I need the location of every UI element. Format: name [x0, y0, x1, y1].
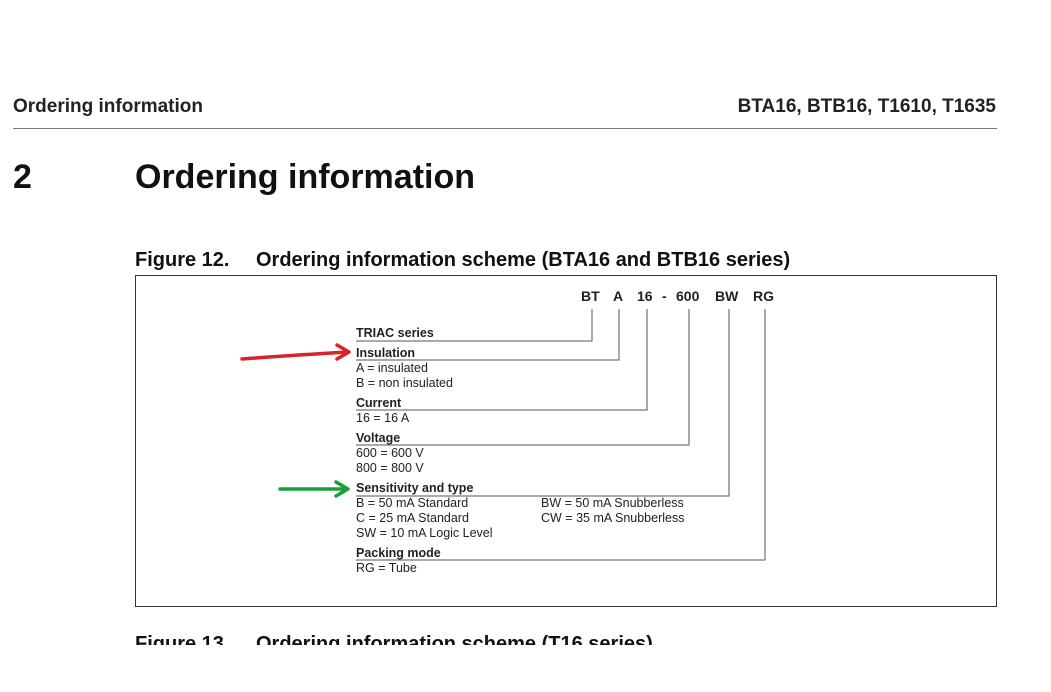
red-arrow-annotation [240, 343, 351, 361]
code-part-bw: BW [715, 288, 739, 304]
field-label-voltage: Voltage [356, 431, 400, 445]
figure-12-box: BT A 16 - 600 BW RG TRIAC series Insulat… [135, 275, 997, 607]
running-header-right: BTA16, BTB16, T1610, T1635 [737, 96, 996, 117]
code-part-bt: BT [581, 288, 600, 304]
insulation-value: B = non insulated [356, 376, 453, 390]
figure-13-number: Figure 13. [135, 633, 230, 645]
section-title: Ordering information [135, 158, 475, 196]
packing-value: RG = Tube [356, 561, 417, 575]
field-label-packing: Packing mode [356, 546, 441, 560]
sensitivity-value: BW = 50 mA Snubberless [541, 496, 684, 510]
ordering-scheme-diagram: BT A 16 - 600 BW RG TRIAC series Insulat… [356, 288, 774, 575]
field-label-sensitivity: Sensitivity and type [356, 481, 473, 495]
code-part-600: 600 [676, 288, 700, 304]
voltage-value: 600 = 600 V [356, 446, 424, 460]
green-arrow-annotation [278, 480, 350, 498]
insulation-value: A = insulated [356, 361, 428, 375]
sensitivity-value: CW = 35 mA Snubberless [541, 511, 684, 525]
header-divider [13, 128, 997, 129]
running-header-left: Ordering information [13, 96, 203, 117]
sensitivity-value: B = 50 mA Standard [356, 496, 468, 510]
connector-voltage [356, 309, 690, 446]
code-part-rg: RG [753, 288, 774, 304]
field-label-insulation: Insulation [356, 346, 415, 360]
connector-sensitivity [356, 309, 730, 497]
connector-packing [356, 309, 766, 561]
connector-current [356, 309, 648, 411]
field-label-current: Current [356, 396, 402, 410]
voltage-value: 800 = 800 V [356, 461, 424, 475]
code-part-dash: - [662, 288, 667, 304]
code-part-a: A [613, 288, 623, 304]
code-part-16: 16 [637, 288, 653, 304]
sensitivity-value: C = 25 mA Standard [356, 511, 469, 525]
figure-13-title: Ordering information scheme (T16 series) [256, 633, 653, 645]
figure-12-number: Figure 12. [135, 249, 230, 271]
current-value: 16 = 16 A [356, 411, 410, 425]
figure-12-title: Ordering information scheme (BTA16 and B… [256, 249, 791, 271]
connector-triac [356, 309, 593, 342]
field-label-triac: TRIAC series [356, 326, 434, 340]
section-number: 2 [13, 158, 32, 196]
sensitivity-value: SW = 10 mA Logic Level [356, 526, 493, 540]
connector-insulation [356, 309, 620, 361]
